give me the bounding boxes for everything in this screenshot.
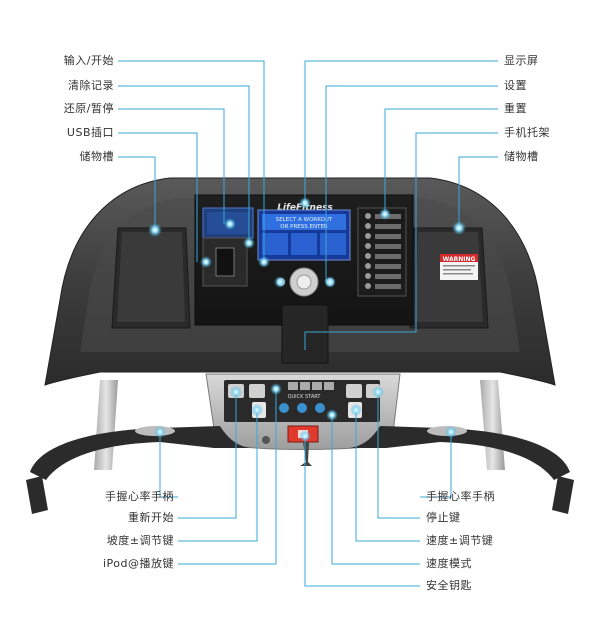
ipod-port[interactable]: [262, 436, 270, 444]
label-heart-grip-right: 手握心率手柄: [426, 490, 495, 503]
quick-start-key-1[interactable]: [279, 403, 289, 413]
label-reset-pause: 还原/暂停: [63, 102, 114, 115]
label-clear-record: 清除记录: [68, 79, 114, 92]
label-settings: 设置: [504, 79, 527, 92]
warning-label: WARNING: [443, 256, 476, 263]
storage-slot-right: WARNING: [409, 227, 489, 329]
label-speed-mode: 速度模式: [426, 557, 472, 570]
label-speed-keys: 速度±调节键: [426, 534, 494, 547]
label-ipod-key: iPod@播放键: [102, 557, 174, 570]
lcd-line-2: OR PRESS ENTER: [280, 224, 328, 230]
label-incline-keys: 坡度±调节键: [106, 534, 174, 547]
label-restart: 重新开始: [128, 511, 174, 524]
display-screen: SELECT A WORKOUT OR PRESS ENTER: [257, 209, 351, 261]
quick-start-key-3[interactable]: [315, 403, 325, 413]
lcd-line-1: SELECT A WORKOUT: [276, 217, 333, 223]
label-enter-start: 输入/开始: [63, 54, 114, 67]
navigation-dial[interactable]: [277, 267, 334, 297]
label-safety-key: 安全钥匙: [426, 579, 472, 592]
callout-lines: [118, 60, 498, 587]
label-storage-left: 储物槽: [79, 150, 114, 163]
label-heart-grip-left: 手握心率手柄: [105, 490, 174, 503]
label-stop-key: 停止键: [426, 511, 461, 524]
label-storage-right: 储物槽: [504, 150, 539, 163]
storage-slot-left: [111, 227, 191, 329]
label-display: 显示屏: [504, 54, 539, 67]
quick-start-key-2[interactable]: [297, 403, 307, 413]
workout-buttons: [357, 207, 407, 297]
quick-start-label: QUICK START: [288, 394, 322, 400]
callout-markers: [148, 197, 466, 442]
label-phone-holder: 手机托架: [504, 126, 550, 139]
label-reset: 重置: [504, 102, 527, 115]
label-usb-port: USB插口: [66, 126, 114, 139]
